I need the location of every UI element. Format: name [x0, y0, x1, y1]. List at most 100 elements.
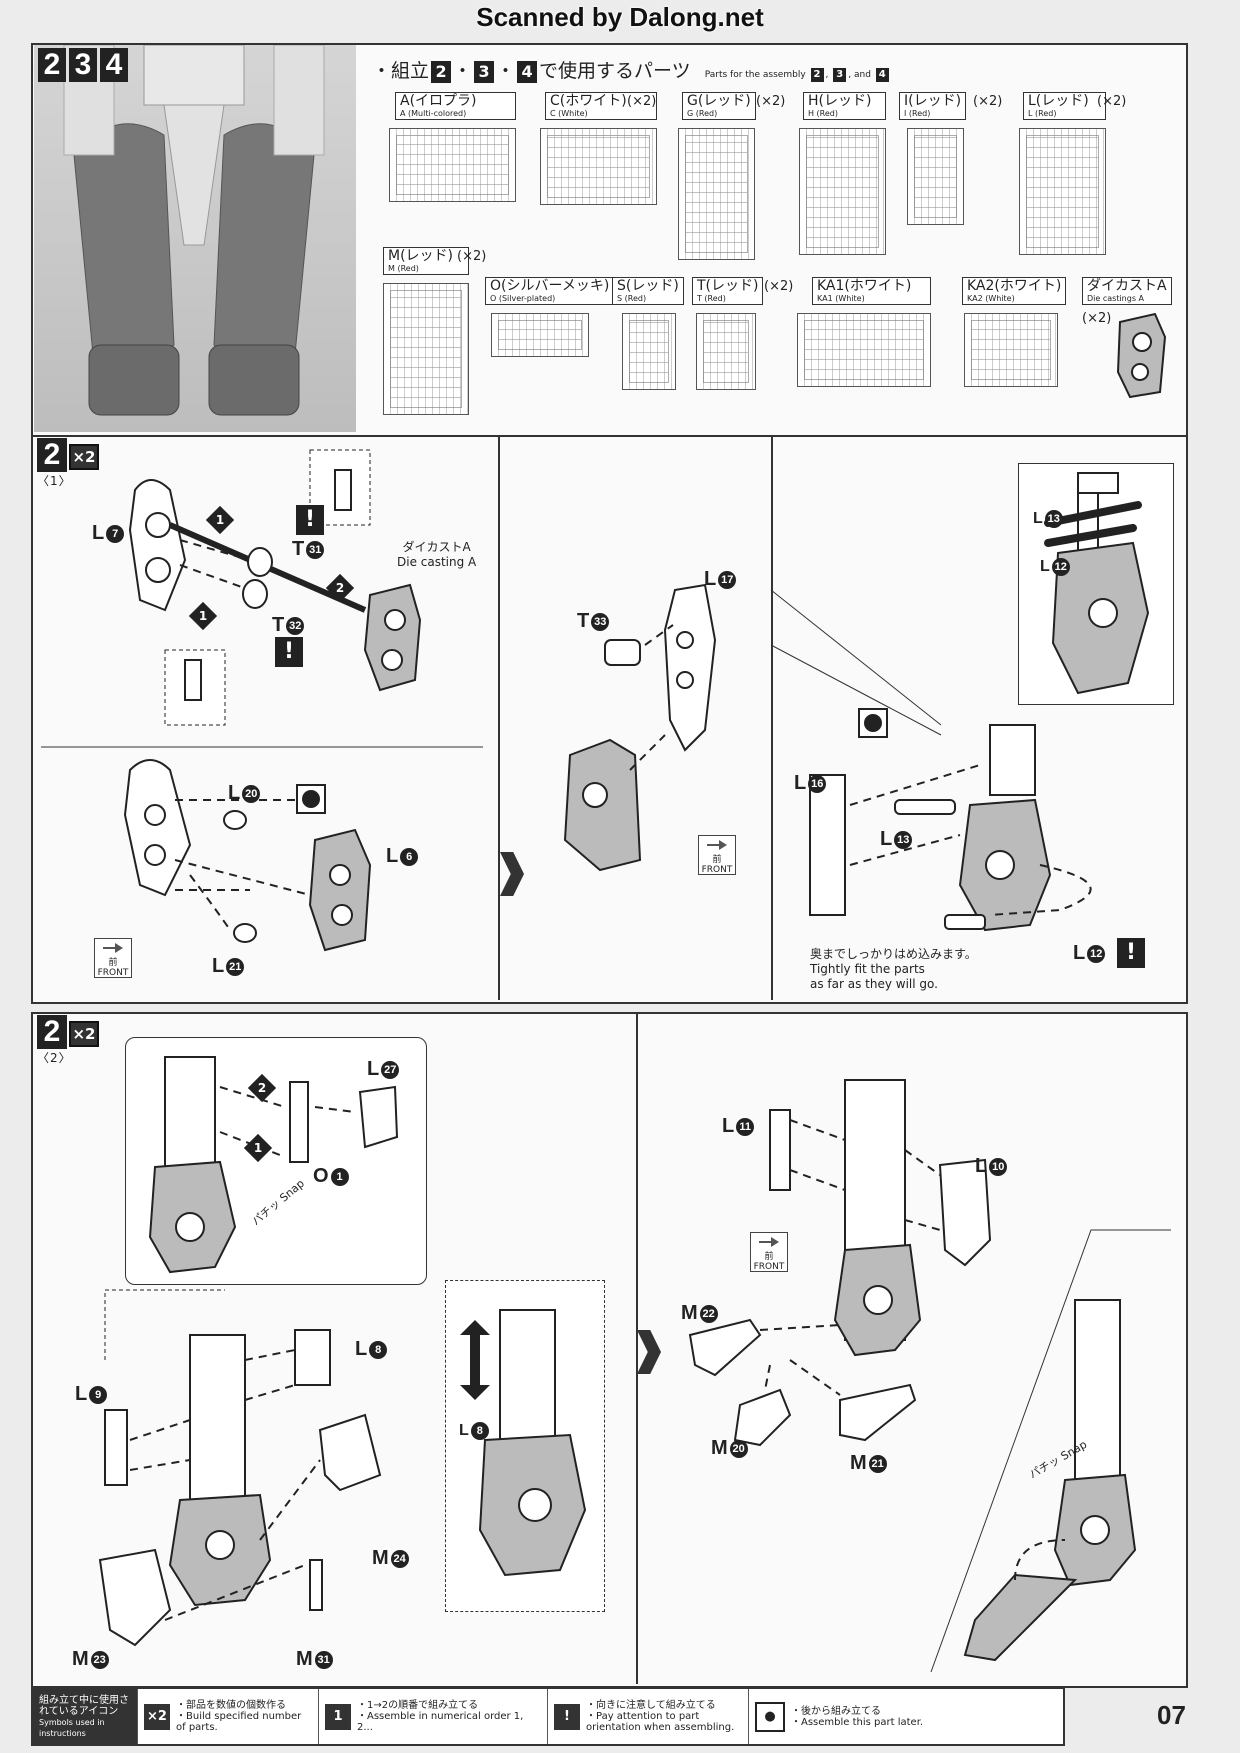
order-1-icon: 1 — [188, 601, 218, 631]
warning-icon: ! — [554, 1703, 580, 1730]
runner-g: G(レッド)G (Red) (×2) — [678, 92, 785, 260]
order-1-icon: 1 — [205, 505, 235, 535]
runner-t: T(レッド)T (Red) (×2) — [692, 277, 793, 390]
order-2-icon: 2 — [247, 1073, 277, 1103]
runner-h-sprue — [799, 128, 886, 255]
runner-s-sprue — [622, 313, 676, 390]
step-digit: 3 — [69, 48, 97, 82]
model-legs-photo — [34, 45, 356, 432]
runner-c-sprue — [540, 128, 657, 205]
leg-shell-assembly-diagram — [98, 1289, 382, 1647]
slide-detail-diagram — [460, 1309, 587, 1577]
runner-i: I(レッド)I (Red) (×2) — [899, 92, 1002, 225]
warning-icon: ! — [275, 637, 303, 667]
detail-inset-diagram — [1044, 472, 1150, 695]
runner-ka1: KA1(ホワイト)KA1 (White) — [797, 277, 931, 387]
order-icon: 1 — [325, 1703, 351, 1730]
runner-l: L(レッド)L (Red) (×2) — [1019, 92, 1126, 255]
warning-icon: ! — [296, 505, 324, 535]
page-number: 07 — [1157, 1700, 1186, 1730]
leg-frame-assembly-diagram — [123, 759, 372, 952]
runner-i-sprue — [907, 128, 964, 225]
warning-icon: ! — [1117, 938, 1145, 968]
ankle-parts-diagram — [688, 1318, 917, 1447]
legend-orientation: !・向きに注意して組み立てる・Pay attention to part ori… — [548, 1689, 749, 1744]
step-2-2-dividers — [636, 1012, 1171, 1684]
knee-assembly-diagram — [809, 724, 1092, 932]
runner-ka2-sprue — [964, 313, 1058, 387]
middle-leg-assembly-diagram — [563, 583, 717, 872]
runner-ka1-sprue — [797, 313, 931, 387]
legend-later: ●・後から組み立てる・Assemble this part later. — [749, 1689, 961, 1744]
parts-title-en: Parts for the assembly 2, 3, and 4 — [705, 68, 891, 82]
runner-l-sprue — [1019, 128, 1106, 255]
legend-build-count: ×2・部品を数値の個数作る・Build specified number of … — [138, 1689, 319, 1744]
step-2-1-dividers — [41, 435, 942, 1000]
step-digit: 2 — [38, 48, 66, 82]
step-number-group: 2 3 4 — [38, 48, 128, 82]
step-2-2-header: 2×2 〈2〉 — [37, 1015, 99, 1066]
assemble-later-icon: ● — [755, 1701, 785, 1732]
legs-illustration — [63, 45, 325, 416]
order-2-icon: 2 — [325, 573, 355, 603]
runner-h: H(レッド)H (Red) — [799, 92, 886, 255]
runner-o: O(シルバーメッキ)O (Silver-plated) — [485, 277, 615, 357]
completed-leg-diagram — [963, 1299, 1137, 1662]
runner-c: C(ホワイト)C (White) (×2) — [540, 92, 657, 205]
order-1-icon: 1 — [243, 1133, 273, 1163]
runner-ka2: KA2(ホワイト)KA2 (White) — [962, 277, 1067, 387]
runner-o-sprue — [491, 313, 589, 357]
runner-g-sprue — [678, 128, 755, 260]
assemble-later-icon — [296, 784, 326, 814]
leg-front-assembly-diagram — [769, 1079, 992, 1357]
runner-t-sprue — [696, 313, 756, 390]
runner-m: M(レッド)M (Red) (×2) — [383, 247, 486, 415]
runner-m-sprue — [383, 283, 469, 415]
scanner-watermark: Scanned by Dalong.net — [476, 2, 764, 32]
step-2-1-header: 2×2 〈1〉 — [37, 438, 99, 489]
multiply-icon: ×2 — [144, 1703, 170, 1730]
step-digit: 4 — [100, 48, 128, 82]
die-casting-part — [1116, 312, 1167, 399]
runner-a: A(イロプラ)A (Multi-colored) — [389, 92, 516, 202]
die-casting-assembly-diagram — [128, 449, 422, 726]
callout-diagram — [148, 1056, 399, 1274]
runner-s: S(レッド)S (Red) — [612, 277, 684, 390]
legend-order: 1・1→2の順番で組み立てる・Assemble in numerical ord… — [319, 1689, 548, 1744]
